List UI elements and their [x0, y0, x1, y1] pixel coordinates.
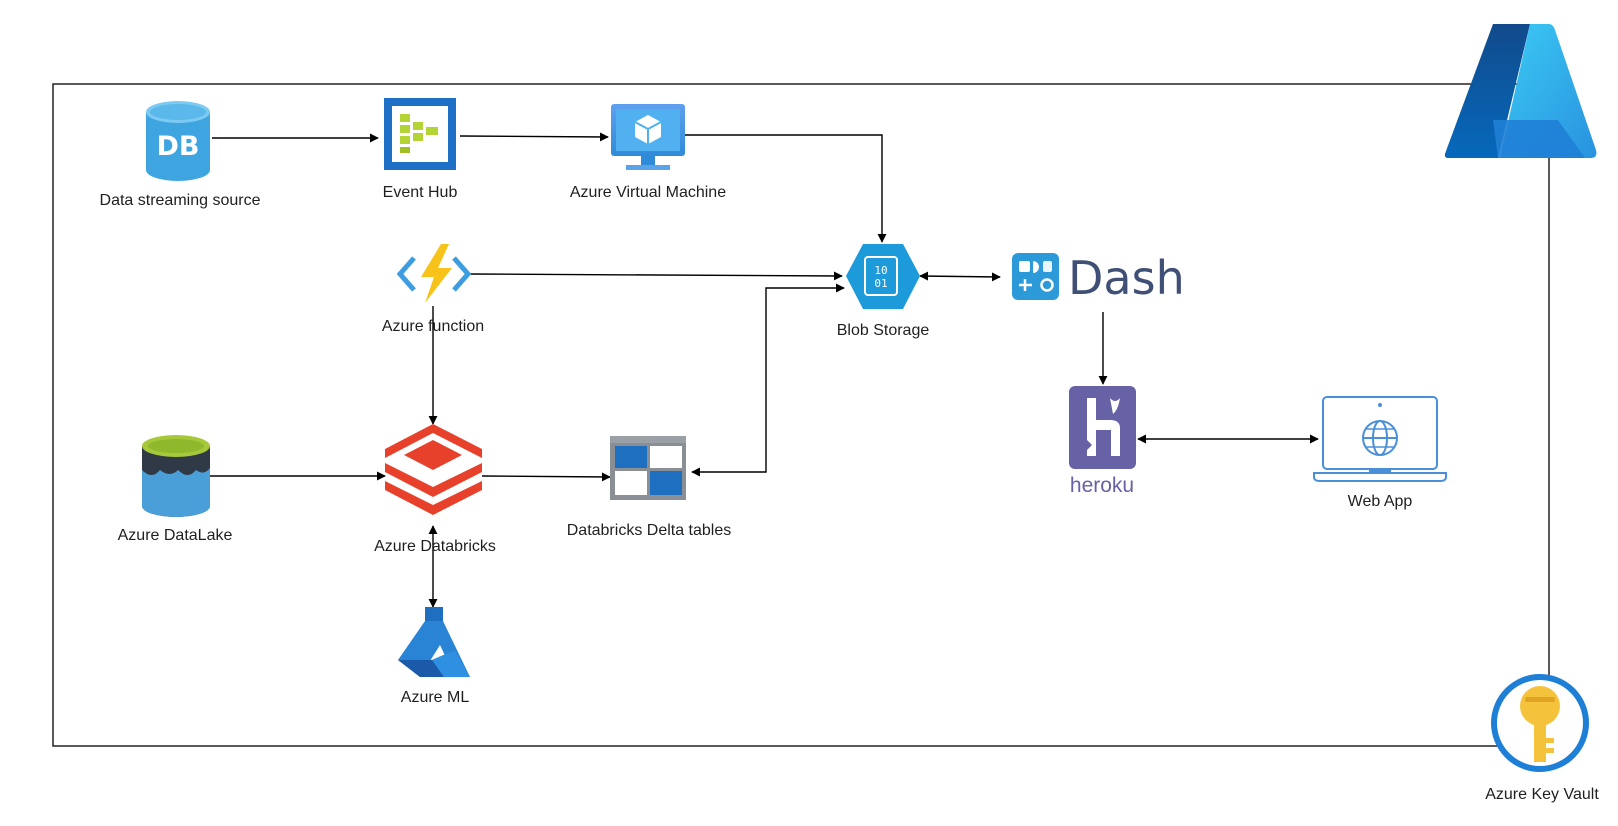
node-azure-function[interactable]: Azure function: [382, 244, 484, 335]
blob-icon-bits-bottom: 01: [874, 277, 887, 290]
laptop-globe-icon: [1313, 396, 1447, 482]
node-heroku[interactable]: heroku: [1069, 386, 1136, 497]
node-azure-key-vault[interactable]: Azure Key Vault: [1485, 674, 1599, 803]
event-hub-icon: [384, 98, 456, 170]
azure-function-icon: [396, 244, 472, 303]
dash-logo-icon: [1012, 253, 1059, 300]
azure-boundary: [52, 83, 1550, 747]
edge-blob-dash: [919, 271, 1001, 282]
azure-ml-icon: [398, 607, 470, 677]
label-web-app: Web App: [1348, 493, 1413, 510]
node-delta-tables[interactable]: Databricks Delta tables: [567, 436, 732, 539]
edge-vm-to-blob: [682, 134, 887, 243]
edge-function-to-blob: [469, 271, 843, 281]
heroku-logo-icon: [1069, 386, 1136, 469]
node-web-app[interactable]: Web App: [1313, 396, 1447, 510]
node-azure-datalake[interactable]: Azure DataLake: [118, 435, 233, 544]
azure-logo-icon: [1444, 24, 1597, 158]
key-vault-icon: [1491, 674, 1589, 772]
label-azure-ml: Azure ML: [401, 689, 470, 706]
dash-wordmark: Dash: [1068, 251, 1185, 305]
node-azure-vm[interactable]: Azure Virtual Machine: [570, 104, 726, 201]
datalake-icon: [142, 435, 210, 517]
blob-storage-icon: 10 01: [846, 244, 920, 309]
databricks-icon: [385, 424, 482, 515]
label-azure-key-vault: Azure Key Vault: [1485, 786, 1599, 803]
label-azure-vm: Azure Virtual Machine: [570, 184, 726, 201]
label-azure-databricks: Azure Databricks: [374, 538, 496, 555]
blob-icon-bits-top: 10: [874, 264, 887, 277]
edge-eventhub-to-vm: [459, 132, 609, 142]
node-event-hub[interactable]: Event Hub: [383, 98, 458, 201]
label-blob-storage: Blob Storage: [837, 322, 930, 339]
label-azure-function: Azure function: [382, 318, 484, 335]
label-delta-tables: Databricks Delta tables: [567, 522, 732, 539]
label-azure-datalake: Azure DataLake: [118, 527, 233, 544]
edge-delta-blob: [691, 283, 845, 477]
heroku-wordmark: heroku: [1070, 474, 1134, 497]
label-data-streaming-source: Data streaming source: [100, 192, 261, 209]
database-icon-text: DB: [157, 131, 200, 162]
database-icon: DB: [146, 101, 210, 181]
node-blob-storage[interactable]: 10 01 Blob Storage: [837, 244, 930, 339]
node-azure-ml[interactable]: Azure ML: [398, 607, 470, 706]
virtual-machine-icon: [611, 104, 685, 170]
node-dash[interactable]: Dash: [1012, 251, 1185, 305]
delta-tables-icon: [610, 436, 686, 500]
edge-databricks-to-delta: [481, 472, 611, 482]
node-azure-databricks[interactable]: Azure Databricks: [374, 424, 496, 555]
edges: [208, 132, 1319, 608]
node-data-streaming-source[interactable]: DB Data streaming source: [100, 101, 261, 209]
label-event-hub: Event Hub: [383, 184, 458, 201]
